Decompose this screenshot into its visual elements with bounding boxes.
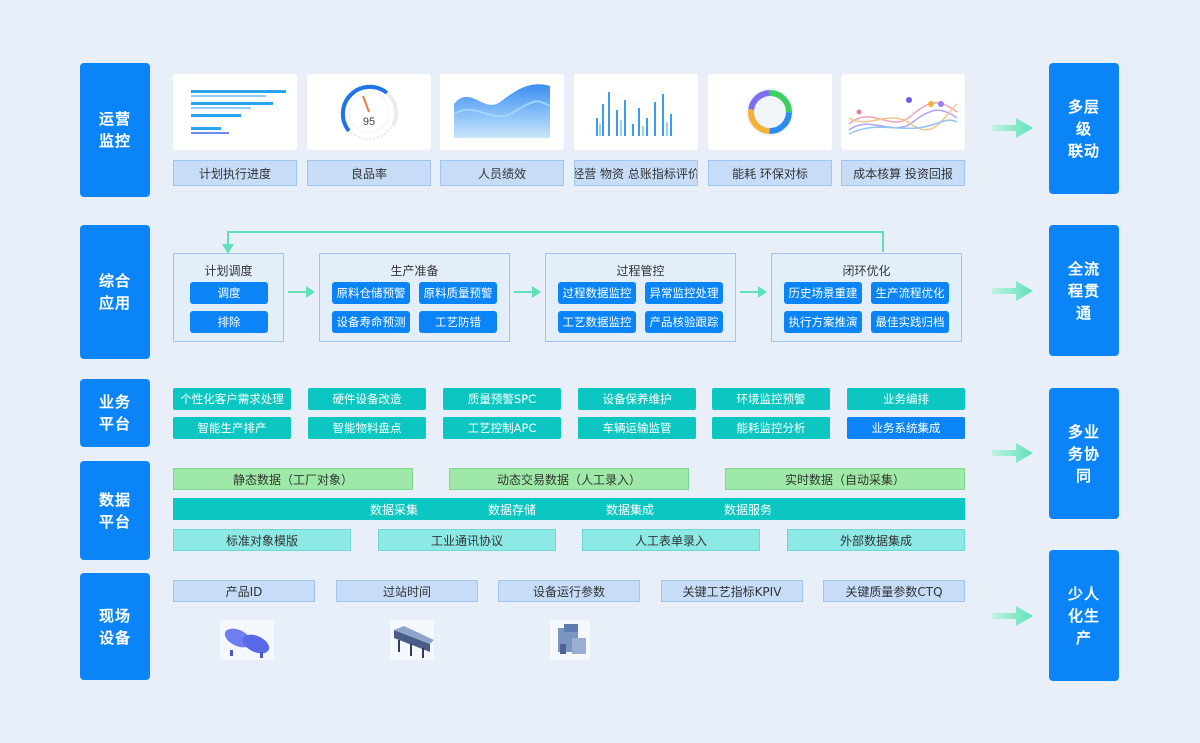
data-services-bar: 数据采集 数据存储 数据集成 数据服务	[173, 498, 965, 520]
tag-item: 过程数据监控	[558, 282, 636, 304]
tag-item: 设备寿命预测	[332, 311, 410, 333]
site-field: 关键工艺指标KPIV	[661, 580, 803, 602]
label-multi-level-linkage: 多层级联动	[1049, 63, 1119, 194]
arrow-right-icon	[740, 286, 767, 298]
data-standard: 人工表单录入	[582, 529, 760, 551]
business-item: 个性化客户需求处理	[173, 388, 291, 410]
card-caption: 经营 物资 总账指标评价	[574, 160, 698, 186]
tag-item: 工艺防错	[419, 311, 497, 333]
stage-title: 生产准备	[390, 264, 439, 278]
data-source: 动态交易数据（人工录入）	[449, 468, 689, 490]
business-item: 质量预警SPC	[443, 388, 561, 410]
data-standard: 标准对象模版	[173, 529, 351, 551]
business-item-highlight: 业务系统集成	[847, 417, 965, 439]
machine-equipment-icon	[550, 620, 590, 660]
label-multi-business: 多业务协同	[1049, 388, 1119, 519]
data-service: 数据服务	[724, 503, 773, 517]
feedback-loop-arrow	[222, 231, 884, 254]
label-site-equipment: 现场设备	[80, 573, 150, 680]
business-item: 智能物料盘点	[308, 417, 426, 439]
data-service: 数据集成	[606, 503, 655, 517]
data-standard: 外部数据集成	[787, 529, 965, 551]
arrow-right-icon	[992, 118, 1033, 138]
data-service: 数据采集	[370, 503, 419, 517]
arrow-right-icon	[992, 606, 1033, 626]
label-data-platform: 数据平台	[80, 461, 150, 560]
gauge-icon: 95	[307, 74, 431, 150]
tag-item: 生产流程优化	[871, 282, 949, 304]
tag-item: 原料仓储预警	[332, 282, 410, 304]
tag-item: 产品核验跟踪	[645, 311, 723, 333]
arrow-right-icon	[992, 281, 1033, 301]
tag-item: 执行方案推演	[784, 311, 862, 333]
line-waves-icon	[841, 74, 965, 150]
label-less-people: 少人化生产	[1049, 550, 1119, 681]
arrow-right-icon	[992, 443, 1033, 463]
tag-item: 排除	[190, 311, 268, 333]
vertical-bars-icon	[574, 74, 698, 150]
area-wave-icon	[440, 74, 564, 150]
stage-prepare: 生产准备 原料仓储预警 原料质量预警 设备寿命预测 工艺防错	[319, 253, 510, 342]
tag-item: 工艺数据监控	[558, 311, 636, 333]
stage-control: 过程管控 过程数据监控 异常监控处理 工艺数据监控 产品核验跟踪	[545, 253, 736, 342]
card-caption: 良品率	[307, 160, 431, 186]
card-caption: 能耗 环保对标	[708, 160, 832, 186]
data-source: 实时数据（自动采集）	[725, 468, 965, 490]
label-business-platform: 业务平台	[80, 379, 150, 447]
site-field: 关键质量参数CTQ	[823, 580, 965, 602]
stage-title: 计划调度	[204, 264, 253, 278]
arrow-right-icon	[288, 286, 315, 298]
business-item: 智能生产排产	[173, 417, 291, 439]
stage-title: 闭环优化	[842, 264, 891, 278]
card-caption: 人员绩效	[440, 160, 564, 186]
business-item: 工艺控制APC	[443, 417, 561, 439]
tag-item: 异常监控处理	[645, 282, 723, 304]
card-caption: 计划执行进度	[173, 160, 297, 186]
data-source: 静态数据（工厂对象）	[173, 468, 413, 490]
tag-item: 最佳实践归档	[871, 311, 949, 333]
tag-item: 历史场景重建	[784, 282, 862, 304]
stage-title: 过程管控	[616, 264, 665, 278]
label-full-process: 全流程贯通	[1049, 225, 1119, 356]
svg-text:95: 95	[363, 116, 375, 128]
card-caption: 成本核算 投资回报	[841, 160, 965, 186]
conveyor-equipment-icon	[390, 620, 434, 660]
business-item: 业务编排	[847, 388, 965, 410]
label-integrated-app: 综合应用	[80, 225, 150, 359]
tag-item: 原料质量预警	[419, 282, 497, 304]
business-item: 设备保养维护	[578, 388, 696, 410]
progress-bars-icon	[173, 74, 297, 150]
stage-optimize: 闭环优化 历史场景重建 生产流程优化 执行方案推演 最佳实践归档	[771, 253, 962, 342]
data-service: 数据存储	[488, 503, 537, 517]
arrow-right-icon	[514, 286, 541, 298]
data-standard: 工业通讯协议	[378, 529, 556, 551]
business-item: 能耗监控分析	[712, 417, 830, 439]
site-field: 产品ID	[173, 580, 315, 602]
donut-chart-icon	[708, 74, 832, 150]
label-ops-monitor: 运营监控	[80, 63, 150, 197]
site-field: 过站时间	[336, 580, 478, 602]
tag-item: 调度	[190, 282, 268, 304]
business-item: 硬件设备改造	[308, 388, 426, 410]
stage-plan: 计划调度 调度 排除	[173, 253, 284, 342]
business-item: 车辆运输监管	[578, 417, 696, 439]
business-item: 环境监控预警	[712, 388, 830, 410]
tank-equipment-icon	[220, 620, 274, 660]
site-field: 设备运行参数	[498, 580, 640, 602]
